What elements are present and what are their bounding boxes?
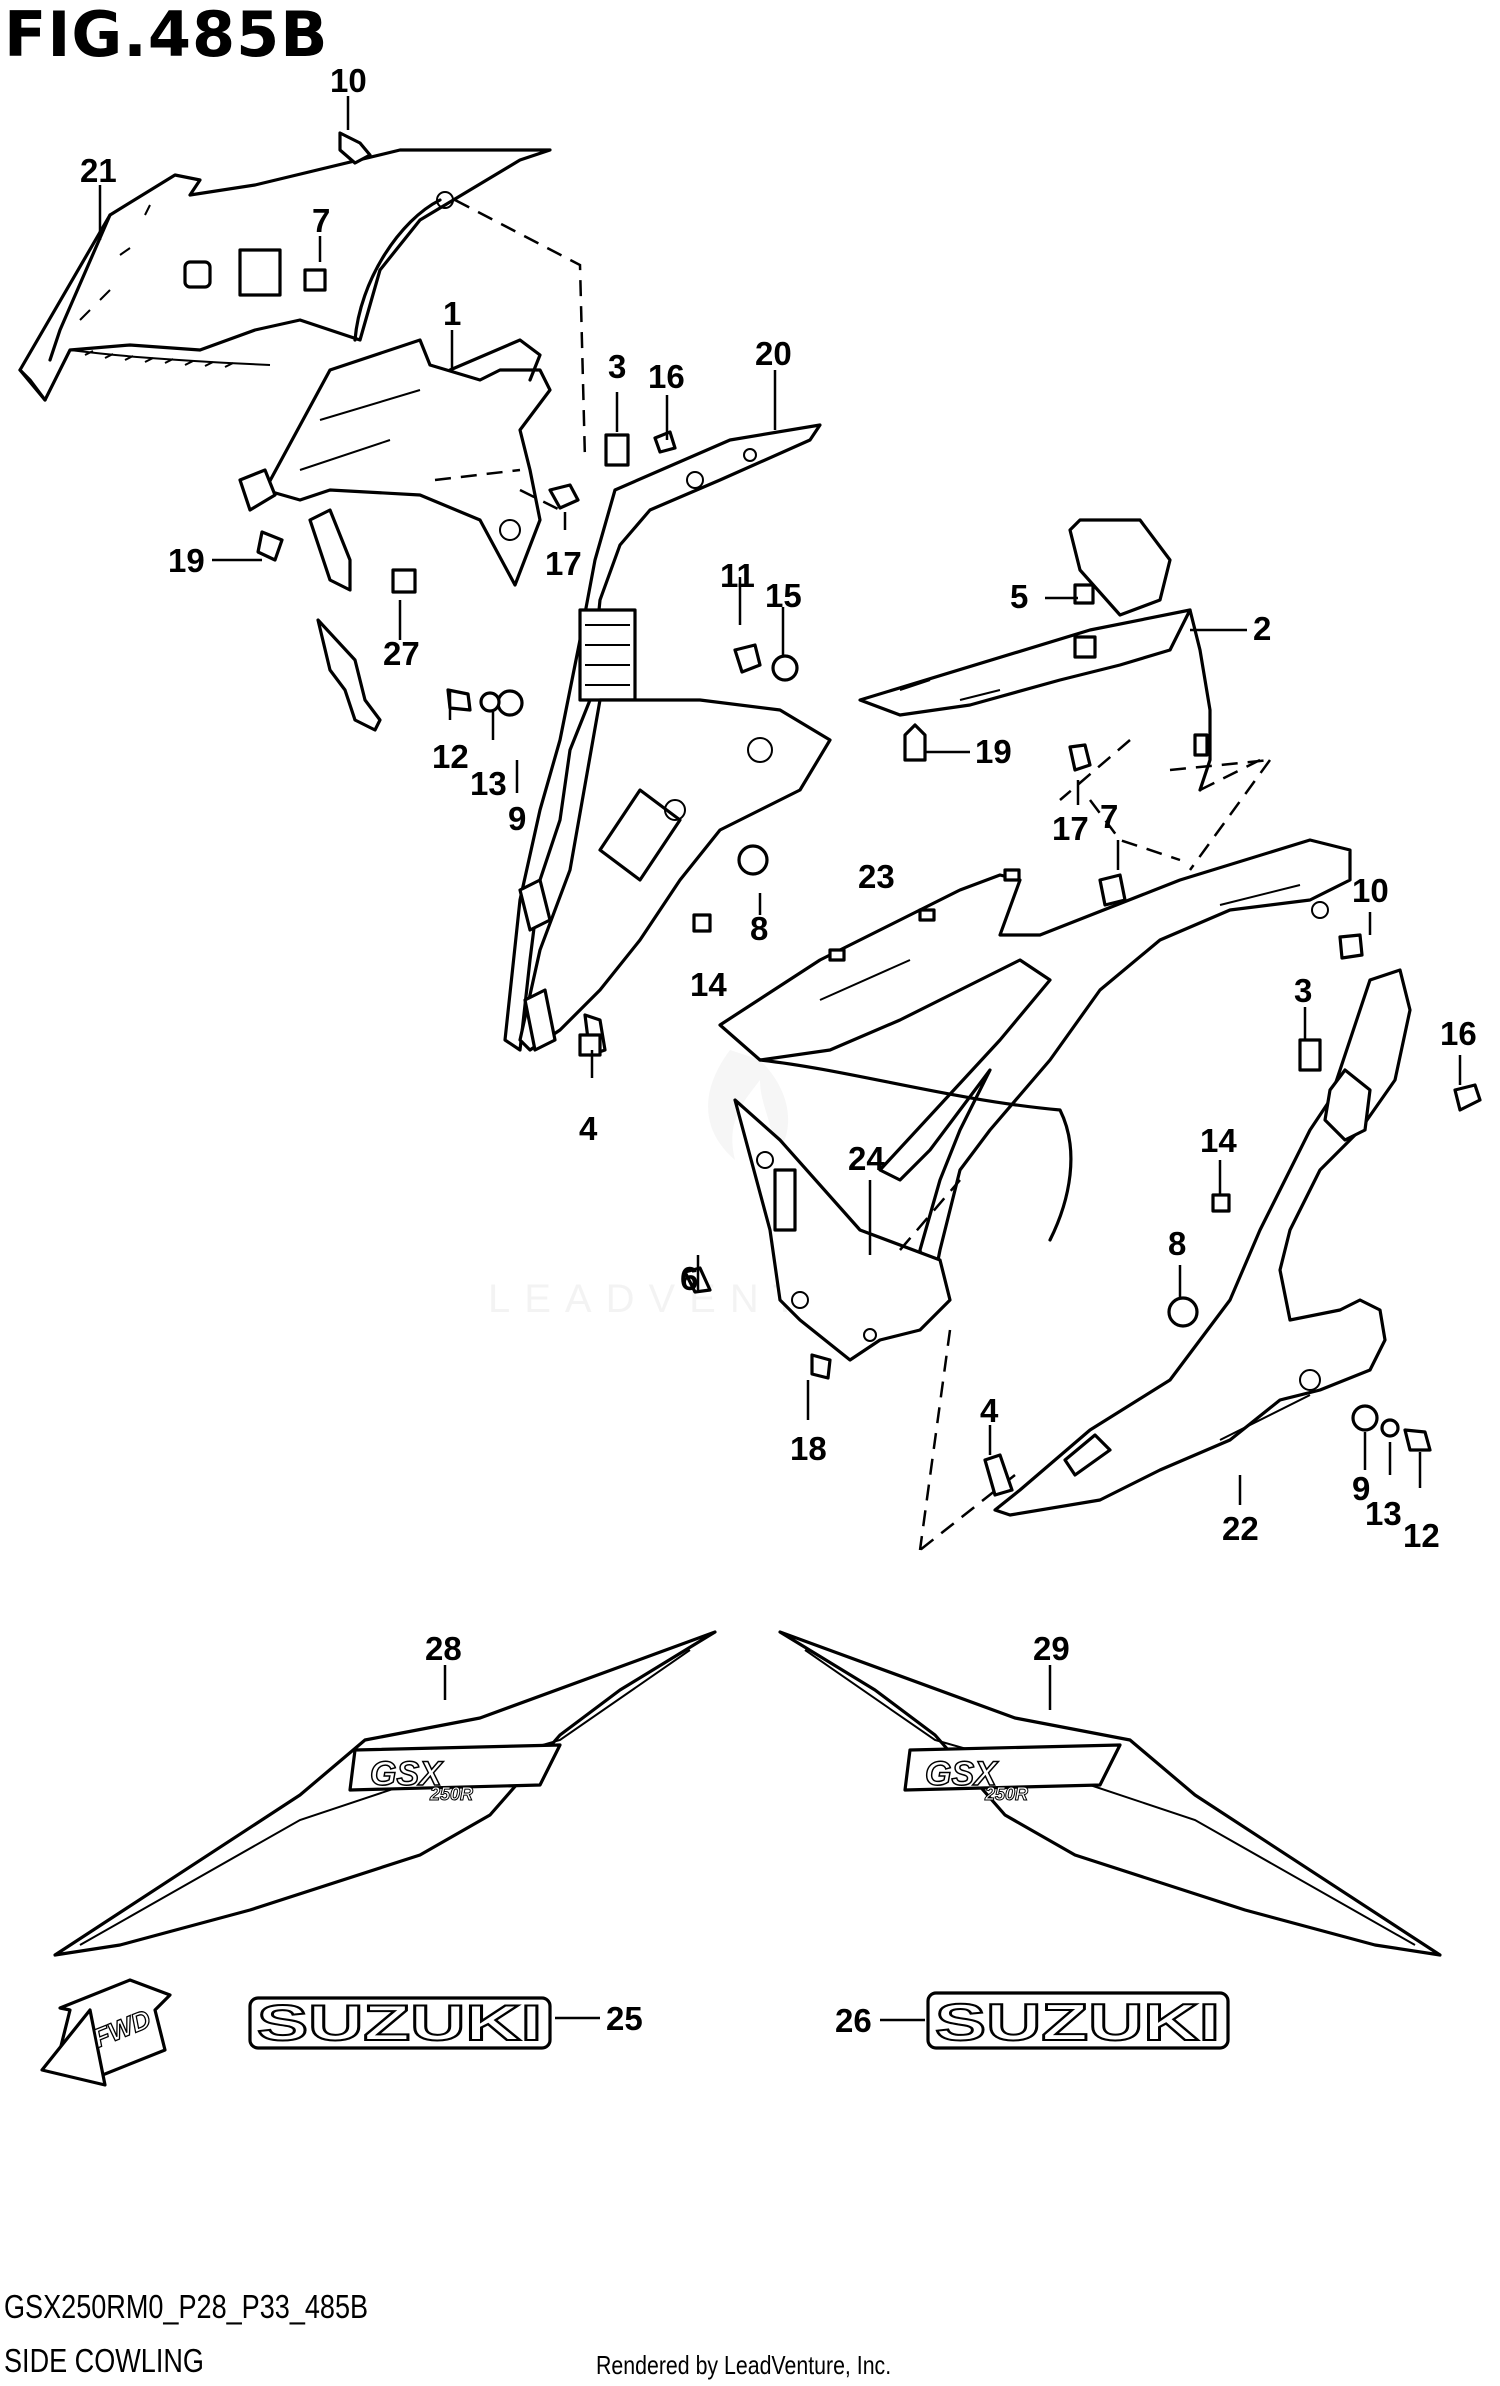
label-17b: 17 <box>1052 810 1089 847</box>
leader-lines <box>98 96 1462 2022</box>
decal-29-gsx: GSX <box>925 1755 999 1793</box>
label-25: 25 <box>606 2000 643 2037</box>
label-3: 3 <box>608 348 626 385</box>
decal-28-gsx: GSX <box>370 1755 444 1793</box>
part-center-cowl[interactable] <box>518 698 832 1052</box>
part-27-bracket[interactable] <box>308 508 417 732</box>
label-5: 5 <box>1010 578 1028 615</box>
label-26: 26 <box>835 2002 872 2039</box>
label-13b: 13 <box>1365 1495 1402 1532</box>
label-28: 28 <box>425 1630 462 1667</box>
label-4b: 4 <box>980 1392 999 1429</box>
label-29: 29 <box>1033 1630 1070 1667</box>
label-6: 6 <box>680 1260 698 1297</box>
figure-name: SIDE COWLING <box>4 2342 204 2379</box>
part-26-suzuki-decal-right[interactable]: SUZUKI <box>926 1991 1230 2053</box>
label-1: 1 <box>443 295 461 332</box>
label-19b: 19 <box>975 733 1012 770</box>
label-14b: 14 <box>1200 1122 1237 1159</box>
suzuki-text-left: SUZUKI <box>257 1995 542 2051</box>
credit-text: Rendered by LeadVenture, Inc. <box>596 2350 892 2380</box>
label-14: 14 <box>690 966 727 1003</box>
figure-code: GSX250RM0_P28_P33_485B <box>4 2288 369 2325</box>
part-labels: 10 21 7 1 3 16 20 17 19 27 12 13 9 11 15… <box>80 62 1477 2039</box>
label-10: 10 <box>330 62 367 99</box>
label-13: 13 <box>470 765 507 802</box>
part-2-inner-bracket[interactable] <box>858 518 1212 792</box>
label-9b: 9 <box>1352 1470 1370 1507</box>
label-11: 11 <box>720 557 755 594</box>
part-25-suzuki-decal-left[interactable]: SUZUKI <box>248 1994 552 2052</box>
label-16: 16 <box>648 358 685 395</box>
label-19: 19 <box>168 542 205 579</box>
label-21: 21 <box>80 152 117 189</box>
fasteners <box>256 131 1482 1497</box>
label-27: 27 <box>383 635 420 672</box>
part-24-inner-lower[interactable] <box>733 1098 952 1362</box>
assembly-lines <box>434 198 1272 1551</box>
part-21-upper-cowl[interactable] <box>18 148 552 402</box>
label-16b: 16 <box>1440 1015 1477 1052</box>
part-20-side-strip[interactable] <box>503 423 822 1052</box>
label-4: 4 <box>579 1110 598 1147</box>
label-7: 7 <box>312 202 330 239</box>
label-3b: 3 <box>1294 972 1312 1009</box>
label-17: 17 <box>545 545 582 582</box>
label-18: 18 <box>790 1430 827 1467</box>
label-15: 15 <box>765 577 802 614</box>
label-20: 20 <box>755 335 792 372</box>
label-7b: 7 <box>1100 798 1118 835</box>
part-28-decal-left[interactable]: GSX 250R <box>53 1630 717 1957</box>
label-2: 2 <box>1253 610 1271 647</box>
decal-28-model: 250R <box>429 1784 473 1804</box>
label-10b: 10 <box>1352 872 1389 909</box>
part-29-decal-right[interactable]: GSX 250R <box>778 1630 1442 1957</box>
part-23-side-cowl[interactable] <box>718 838 1352 1302</box>
label-12b: 12 <box>1403 1517 1440 1554</box>
decal-29-model: 250R <box>984 1784 1028 1804</box>
label-8b: 8 <box>1168 1225 1186 1262</box>
part-22-lower-cowl[interactable] <box>993 968 1412 1517</box>
label-9: 9 <box>508 800 526 837</box>
label-24: 24 <box>848 1140 885 1177</box>
figure-title: FIG.485B <box>4 0 329 71</box>
fwd-arrow-icon: FWD <box>40 1978 172 2087</box>
label-23: 23 <box>858 858 895 895</box>
label-8: 8 <box>750 910 768 947</box>
label-22: 22 <box>1222 1510 1259 1547</box>
part-1-inner-panel[interactable] <box>238 338 552 587</box>
label-12: 12 <box>432 738 469 775</box>
suzuki-text-right: SUZUKI <box>935 1994 1220 2052</box>
